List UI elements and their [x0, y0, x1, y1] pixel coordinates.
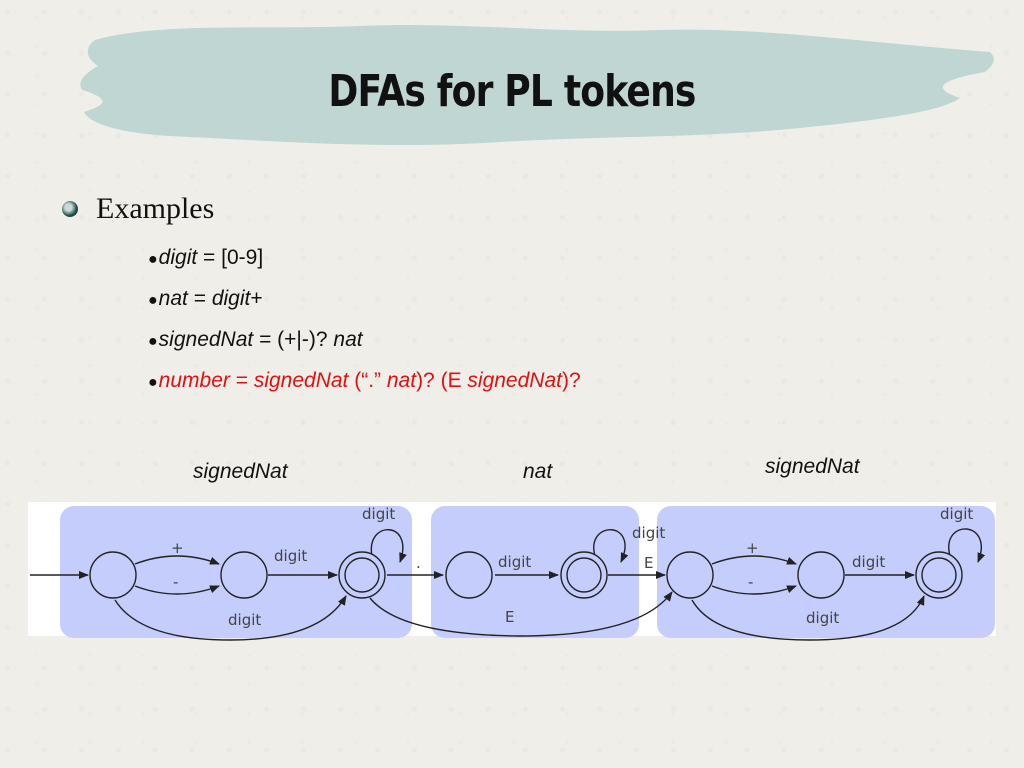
state-sign-1 — [220, 551, 268, 599]
state-accept-1-inner — [344, 557, 380, 593]
definition-text-part: number — [158, 369, 230, 392]
edge-digit-skip-2 — [691, 595, 925, 641]
sub-bullet-icon: ● — [148, 374, 158, 391]
definition-text-part: nat — [386, 369, 417, 392]
definition-item: ●digit = [0-9] — [148, 246, 581, 287]
label-minus-1: - — [173, 573, 178, 591]
edge-minus-2 — [711, 585, 797, 595]
sub-bullet-icon: ● — [148, 251, 158, 268]
edge-plus-2 — [711, 555, 797, 565]
label-digit-loop-1: digit — [362, 505, 395, 523]
edge-digit-skip-1 — [114, 595, 347, 641]
definition-text-part: + — [250, 287, 263, 310]
title-banner — [80, 25, 994, 146]
definition-text-part: signedNat — [158, 328, 254, 351]
label-e-2: E — [505, 608, 514, 626]
group-label-middle: nat — [523, 460, 553, 483]
state-start-1 — [89, 551, 137, 599]
sub-bullet-icon: ● — [148, 292, 158, 309]
label-dot: . — [416, 554, 421, 572]
label-e-1: E — [644, 554, 653, 572]
group-box-nat — [431, 506, 639, 638]
definition-item: ●signedNat = (+|-)? nat — [148, 328, 581, 369]
definition-text-part: signedNat — [253, 369, 349, 392]
sub-bullet-icon: ● — [148, 333, 158, 350]
definition-text-part: nat — [333, 328, 363, 351]
definition-text-part: = — [229, 369, 254, 392]
label-digit-1: digit — [274, 547, 307, 565]
definition-text-part: digit — [158, 246, 198, 269]
state-accept-2-inner — [566, 557, 602, 593]
definition-list: ●digit = [0-9]●nat = digit+●signedNat = … — [148, 246, 581, 410]
bullet-examples: Examples — [62, 192, 214, 226]
group-label-left: signedNat — [193, 460, 288, 483]
definition-text-part: nat — [158, 287, 188, 310]
edge-minus-1 — [134, 585, 220, 595]
definition-item: ●number = signedNat (“.” nat)? (E signed… — [148, 369, 581, 410]
loop-digit-1 — [370, 529, 407, 563]
definition-text-part: signedNat — [467, 369, 562, 392]
loop-digit-3 — [948, 528, 986, 563]
definition-text-part: = [0-9] — [197, 246, 264, 269]
slide-title: DFAs for PL tokens — [328, 66, 696, 117]
bullet-examples-text: Examples — [96, 192, 215, 225]
definition-text-part: = (+|-)? — [253, 328, 334, 351]
label-digit-loop-3: digit — [940, 505, 973, 523]
label-digit-2: digit — [498, 553, 531, 571]
round-bullet-icon — [62, 201, 78, 217]
label-minus-2: - — [748, 573, 753, 591]
label-plus-2: + — [746, 539, 759, 557]
label-digit-skip-1: digit — [228, 611, 261, 629]
definition-item: ●nat = digit+ — [148, 287, 581, 328]
edge-plus-1 — [134, 555, 220, 565]
state-start-2 — [666, 551, 714, 599]
loop-digit-2 — [593, 529, 629, 563]
banner-brush-shape — [80, 25, 994, 146]
label-plus-1: + — [171, 539, 184, 557]
definition-text-part: )? — [561, 369, 581, 392]
state-sign-2 — [797, 551, 845, 599]
edge-e-2 — [369, 591, 673, 637]
state-nat-start — [445, 551, 493, 599]
definition-text-part: = — [187, 287, 212, 310]
label-digit-loop-2: digit — [632, 524, 665, 542]
definition-text-part: (“.” — [348, 369, 387, 392]
group-label-right: signedNat — [765, 455, 860, 478]
label-digit-skip-2: digit — [806, 609, 839, 627]
definition-text-part: )? (E — [416, 369, 468, 392]
definition-text-part: digit — [211, 287, 251, 310]
state-accept-3-inner — [921, 557, 957, 593]
label-digit-3: digit — [852, 553, 885, 571]
